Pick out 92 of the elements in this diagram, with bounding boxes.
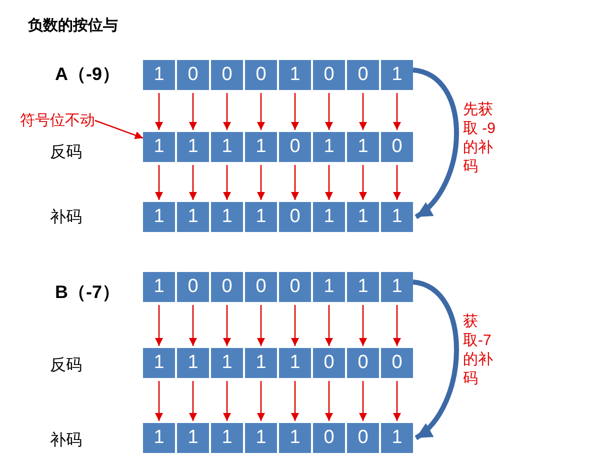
- arrow: [189, 93, 197, 130]
- bit-cell: 1: [279, 423, 311, 453]
- arrow: [393, 165, 401, 200]
- bit-cell: 1: [313, 272, 345, 302]
- curved-arrow: [412, 280, 459, 440]
- arrow: [155, 381, 163, 421]
- bit-cell: 0: [313, 60, 345, 90]
- row-label: 补码: [50, 430, 82, 451]
- arrow: [223, 165, 231, 200]
- arrow: [189, 381, 197, 421]
- arrow: [325, 93, 333, 130]
- bit-cell: 0: [381, 132, 413, 162]
- bit-cell: 1: [381, 60, 413, 90]
- arrow: [359, 93, 367, 130]
- arrow: [291, 165, 299, 200]
- bit-cell: 0: [245, 272, 277, 302]
- bit-cell: 1: [279, 348, 311, 378]
- bit-cell: 1: [381, 202, 413, 232]
- bit-cell: 1: [177, 348, 209, 378]
- arrow: [155, 93, 163, 130]
- bit-cell: 1: [143, 132, 175, 162]
- bit-cell: 1: [245, 132, 277, 162]
- arrow: [359, 305, 367, 346]
- arrow: [325, 305, 333, 346]
- arrow: [189, 305, 197, 346]
- arrow: [325, 381, 333, 421]
- arrow: [325, 165, 333, 200]
- row-label: B（-7）: [55, 281, 120, 304]
- bit-cell: 0: [279, 272, 311, 302]
- bit-cell: 1: [143, 423, 175, 453]
- bit-cell: 1: [381, 423, 413, 453]
- arrow: [359, 381, 367, 421]
- bit-cell: 0: [279, 202, 311, 232]
- bit-cell: 0: [347, 348, 379, 378]
- arrow: [223, 305, 231, 346]
- bit-cell: 0: [177, 60, 209, 90]
- arrow: [291, 381, 299, 421]
- bit-cell: 1: [211, 132, 243, 162]
- row-label: 补码: [50, 208, 82, 228]
- arrow: [359, 165, 367, 200]
- arrow: [94, 120, 144, 140]
- bit-cell: 0: [177, 272, 209, 302]
- bit-cell: 0: [313, 348, 345, 378]
- arrow: [257, 305, 265, 346]
- bit-cell: 1: [313, 202, 345, 232]
- bit-cell: 1: [245, 348, 277, 378]
- bit-cell: 1: [211, 423, 243, 453]
- arrow: [223, 381, 231, 421]
- bit-cell: 0: [211, 272, 243, 302]
- bit-cell: 1: [313, 132, 345, 162]
- bit-cell: 1: [347, 272, 379, 302]
- arrow: [393, 381, 401, 421]
- bit-cell: 1: [143, 202, 175, 232]
- bit-cell: 1: [177, 423, 209, 453]
- row-label: 反码: [50, 142, 82, 163]
- title: 负数的按位与: [28, 16, 118, 35]
- bit-cell: 1: [245, 202, 277, 232]
- bit-cell: 0: [381, 348, 413, 378]
- edge-label: 先获取 -9的补码: [463, 100, 497, 176]
- bit-cell: 1: [245, 423, 277, 453]
- curved-arrow: [412, 68, 459, 219]
- bit-cell: 0: [347, 423, 379, 453]
- arrow: [257, 165, 265, 200]
- bit-cell: 1: [177, 132, 209, 162]
- bit-cell: 0: [211, 60, 243, 90]
- row-label: 反码: [50, 356, 82, 376]
- bit-cell: 1: [177, 202, 209, 232]
- bit-cell: 1: [211, 202, 243, 232]
- bit-cell: 0: [347, 60, 379, 90]
- row-label: A（-9）: [55, 63, 120, 86]
- bit-cell: 1: [211, 348, 243, 378]
- arrow: [189, 165, 197, 200]
- annotation-text: 符号位不动: [20, 111, 95, 130]
- arrow: [393, 305, 401, 346]
- bit-cell: 1: [279, 60, 311, 90]
- bit-cell: 0: [245, 60, 277, 90]
- arrow: [291, 305, 299, 346]
- bit-cell: 0: [313, 423, 345, 453]
- bit-cell: 0: [279, 132, 311, 162]
- arrow: [393, 93, 401, 130]
- arrow: [155, 165, 163, 200]
- bit-cell: 1: [347, 202, 379, 232]
- bit-cell: 1: [381, 272, 413, 302]
- arrow: [257, 381, 265, 421]
- bit-cell: 1: [143, 60, 175, 90]
- arrow: [291, 93, 299, 130]
- arrow: [257, 93, 265, 130]
- arrow: [155, 305, 163, 346]
- bit-cell: 1: [143, 348, 175, 378]
- bit-cell: 1: [143, 272, 175, 302]
- arrow: [223, 93, 231, 130]
- bit-cell: 1: [347, 132, 379, 162]
